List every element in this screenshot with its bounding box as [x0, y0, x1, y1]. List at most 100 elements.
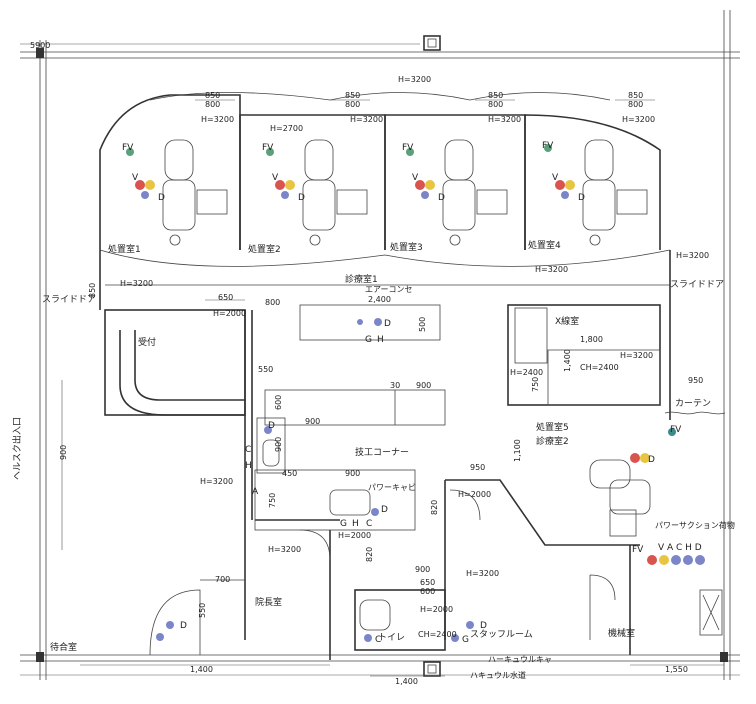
note-sink: パワーキャビ — [368, 483, 416, 492]
d-label-sink: D — [381, 505, 388, 515]
dim-1400-v: 1,400 — [563, 349, 572, 372]
dim-2400: 2,400 — [368, 295, 391, 304]
g-label-sink: G — [340, 519, 347, 529]
dim-820-v2: 820 — [365, 547, 374, 562]
dim-800-3: 800 — [488, 100, 503, 109]
d-label-room5: D — [648, 455, 655, 465]
height-bay3: H=3200 — [488, 115, 521, 124]
dim-900-3: 900 — [345, 469, 360, 478]
height-director: H=3200 — [268, 545, 301, 554]
dim-850-v: 850 — [88, 283, 97, 298]
dim-900-v2: 900 — [59, 445, 68, 460]
vac-label-2: V — [272, 173, 279, 183]
room-xray: X線室 — [555, 315, 579, 327]
d-label-3: D — [438, 193, 445, 203]
outlet-clusters — [126, 144, 705, 642]
dim-800-2: 800 — [345, 100, 360, 109]
fv-label-6: FV — [632, 545, 644, 555]
vachd-label: V A C H D — [658, 543, 702, 553]
dim-800-4: 800 — [628, 100, 643, 109]
height-2000-lab: H=2000 — [338, 531, 371, 540]
h-label-exam: H — [377, 335, 384, 345]
height-right: H=3200 — [676, 251, 709, 260]
d-label-1: D — [158, 193, 165, 203]
room-exam-1: 診療室1 — [345, 273, 378, 285]
dim-900-1: 900 — [305, 417, 320, 426]
dim-1400: 1,400 — [190, 665, 213, 674]
d-label-lab: D — [268, 421, 275, 431]
dim-820-v: 820 — [430, 500, 439, 515]
slide-door-left: スライドドア — [42, 294, 96, 305]
height-xray: H=3200 — [620, 351, 653, 360]
room-reception: 受付 — [138, 336, 156, 348]
dim-850-1: 850 — [205, 91, 220, 100]
fv-label-5: FV — [670, 425, 682, 435]
room-machine: 機械室 — [608, 627, 635, 639]
dim-650: 650 — [218, 293, 233, 302]
dim-850-2: 850 — [345, 91, 360, 100]
room-waiting: 待合室 — [50, 641, 77, 653]
dim-950-2: 950 — [688, 376, 703, 385]
dim-600: 600 — [420, 587, 435, 596]
height-staff: H=3200 — [466, 569, 499, 578]
h-label-sink: H — [352, 519, 359, 529]
dim-900-2: 900 — [416, 381, 431, 390]
dim-700: 700 — [215, 575, 230, 584]
d-label-exam: D — [384, 319, 391, 329]
c-label-lab: C — [245, 445, 251, 455]
d-label-4: D — [578, 193, 585, 203]
dim-550-v: 550 — [198, 603, 207, 618]
grid-lines — [20, 10, 740, 680]
dim-850-4: 850 — [628, 91, 643, 100]
dimension-lines — [61, 99, 724, 677]
g-label-exam: G — [365, 335, 372, 345]
note-bottom-2: ハキュウル水道 — [470, 670, 526, 680]
dim-600-v: 600 — [274, 395, 283, 410]
room-treatment-2: 処置室2 — [248, 243, 281, 255]
treatment-bays — [99, 92, 671, 310]
dim-550: 550 — [258, 365, 273, 374]
vac-label-1: V — [132, 173, 139, 183]
dim-800-5: 800 — [265, 298, 280, 307]
handwritten-notes: エアーコンセ パワーキャビ パワーサクション荷物 ハーキュウルキャ ハキュウル水… — [365, 285, 735, 680]
dimension-numbers: 5900 850 800 850 800 850 800 850 800 650… — [30, 41, 703, 686]
room-staff: スタッフルーム — [470, 629, 533, 640]
fv-label-3: FV — [402, 143, 414, 153]
height-lab: H=3200 — [200, 477, 233, 486]
height-left: H=3200 — [120, 279, 153, 288]
dim-750-v2: 750 — [531, 377, 540, 392]
note-top: エアーコンセ — [365, 285, 413, 294]
h-label-lab: H — [245, 461, 252, 471]
room-toilet: トイレ — [378, 633, 405, 643]
dental-chairs — [162, 139, 651, 537]
height-bay4: H=3200 — [622, 115, 655, 124]
height-2000-toilet: H=2000 — [420, 605, 453, 614]
dim-450: 450 — [282, 469, 297, 478]
note-bottom-1: ハーキュウルキャ — [488, 655, 552, 664]
c-label-sink: C — [366, 519, 372, 529]
room-lab: 技工コーナー — [355, 446, 409, 458]
dim-850-3: 850 — [488, 91, 503, 100]
interior-walls — [104, 304, 726, 660]
dim-500: 500 — [418, 317, 427, 332]
c-label-toilet: C — [375, 635, 381, 645]
room-exam-2: 診療室2 — [536, 435, 569, 447]
ceiling-xray: CH=2400 — [580, 363, 619, 372]
height-exam1: H=3200 — [535, 265, 568, 274]
height-labels: H=3200 H=3200 H=3200 H=3200 H=3200 H=270… — [120, 75, 709, 639]
g-label-staff: G — [462, 635, 469, 645]
d-label-2: D — [298, 193, 305, 203]
room-treatment-5: 処置室5 — [536, 421, 569, 433]
fv-label-4: FV — [542, 141, 554, 151]
outlet-letters: FV FV FV FV FV FV V V V V D D D D D G H … — [122, 141, 702, 645]
room-labels: 処置室1 処置室2 処置室3 処置室4 診療室1 処置室5 診療室2 X線室 受… — [11, 239, 724, 653]
dim-650-2: 650 — [420, 578, 435, 587]
dim-1550: 1,550 — [665, 665, 688, 674]
note-right: パワーサクション荷物 — [655, 520, 735, 530]
entrance-label: ヘルスク出入口 — [11, 417, 23, 480]
vac-label-3: V — [412, 173, 419, 183]
dim-900-v: 900 — [274, 437, 283, 452]
dim-1800: 1,800 — [580, 335, 603, 344]
a-label-lab: A — [252, 487, 259, 497]
